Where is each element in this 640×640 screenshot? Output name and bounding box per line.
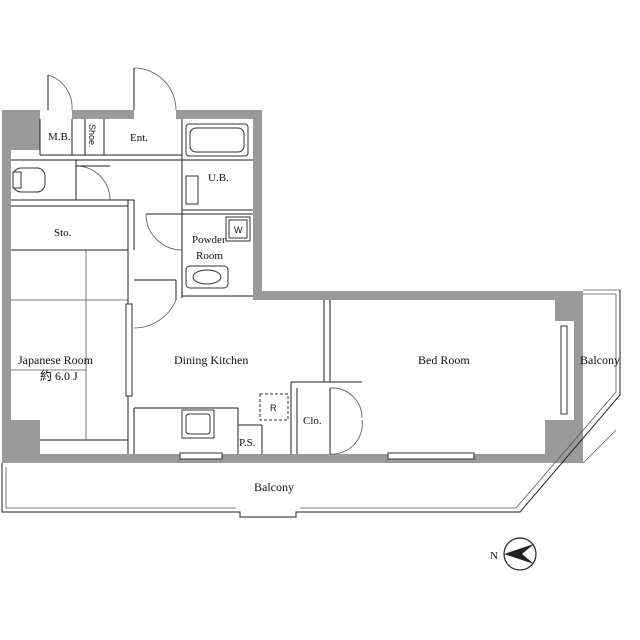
storage-label: Sto. xyxy=(54,227,72,239)
refrigerator-box xyxy=(259,393,289,421)
entrance-label: Ent. xyxy=(130,132,148,144)
windows xyxy=(125,303,568,460)
unit-bath-label: U.B. xyxy=(208,172,229,184)
powder-room-label-1: Powder xyxy=(192,234,226,246)
japanese-room-label: Japanese Room xyxy=(18,353,94,367)
balcony-side-label: Balcony xyxy=(580,353,620,367)
doors xyxy=(47,67,363,455)
washer-label: W xyxy=(234,225,243,235)
dining-kitchen-label: Dining Kitchen xyxy=(174,353,248,367)
closet-label: Clo. xyxy=(303,415,322,427)
refrigerator-label: R xyxy=(270,403,277,413)
pipe-space-label: P.S. xyxy=(239,437,256,449)
balcony-outline xyxy=(1,289,621,518)
japanese-room-size: 約 6.0 J xyxy=(40,368,78,383)
powder-room-label-2: Room xyxy=(196,250,223,262)
mb-label: M.B. xyxy=(48,131,71,143)
compass-label: N xyxy=(490,550,498,562)
compass-needle-icon xyxy=(504,544,534,564)
interior-walls xyxy=(11,119,362,454)
fixtures xyxy=(12,123,289,439)
compass: N xyxy=(490,537,537,571)
balcony-bottom-label: Balcony xyxy=(254,480,294,494)
shoe-label: Shoe. xyxy=(87,124,97,148)
exterior-walls xyxy=(2,110,583,463)
bed-room-label: Bed Room xyxy=(418,353,470,367)
